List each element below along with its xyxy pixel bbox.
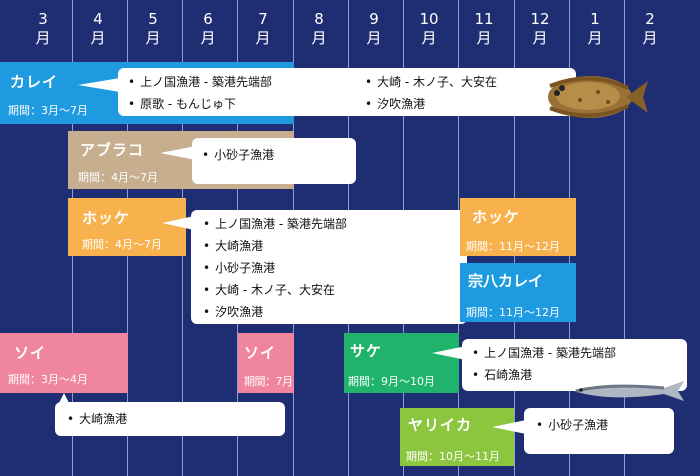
yariika-ports-bubble: 小砂子漁港 [524,408,674,454]
season-period: 期間：3月～7月 [8,104,88,117]
fish-name: サケ [350,342,383,360]
salmon-illustration [574,381,684,401]
port-item: 石崎漁港 [472,366,532,383]
fish-name: ソイ [14,344,47,362]
season-period: 期間：7月 [244,375,293,388]
fish-name: カレイ [10,73,59,91]
bubble-tail [78,78,120,92]
fish-name: アブラコ [80,141,145,159]
season-period: 期間：9月～10月 [348,375,435,388]
bubble-tail [432,346,466,360]
munehachi-karei-season-block: 宗八カレイ 期間：11月～12月 [460,263,576,322]
bubble-tail [160,146,196,160]
soi-july-season-block: ソイ 期間：7月 [238,333,294,393]
flounder-illustration [548,76,648,118]
port-item: 大崎漁港 [67,410,127,427]
sake-ports-bubble: 上ノ国漁港 - 築港先端部 石崎漁港 [462,339,687,391]
season-period: 期間：10月～11月 [406,450,500,463]
season-period: 期間：11月～12月 [466,306,560,319]
port-item: 汐吹漁港 [203,303,263,320]
port-item: 上ノ国漁港 - 築港先端部 [472,344,616,361]
port-item: 上ノ国漁港 - 築港先端部 [203,215,347,232]
soi-spring-season-block: ソイ 期間：3月～4月 [0,333,128,393]
soi-spring-ports-bubble: 大崎漁港 [55,402,285,436]
bubble-tail [162,216,194,230]
port-item: 大崎 - 木ノ子、大安在 [365,73,497,90]
hokke-autumn-season-block: ホッケ 期間：11月～12月 [460,198,576,256]
month-divider [624,0,625,476]
fish-name: ソイ [244,344,277,362]
sake-season-block: サケ 期間：9月～10月 [344,333,459,393]
port-item: 小砂子漁港 [536,416,608,433]
port-item: 上ノ国漁港 - 築港先端部 [128,73,272,90]
port-item: 汐吹漁港 [365,95,425,112]
fish-name: 宗八カレイ [468,272,544,290]
port-item: 大崎漁港 [203,237,263,254]
season-period: 期間：3月～4月 [8,373,88,386]
season-period: 期間：11月～12月 [466,240,560,253]
fish-name: ホッケ [472,208,521,226]
port-item: 小砂子漁港 [203,259,275,276]
port-item: 大崎 - 木ノ子、大安在 [203,281,335,298]
bubble-tail [492,420,526,434]
season-period: 期間：4月～7月 [82,238,162,251]
fish-name: ホッケ [82,209,131,227]
hokke-spring-ports-bubble: 上ノ国漁港 - 築港先端部 大崎漁港 小砂子漁港 大崎 - 木ノ子、大安在 汐吹… [191,210,467,324]
port-item: 原歌 - もんじゅ下 [128,95,236,112]
port-item: 小砂子漁港 [202,146,274,163]
fish-name: ヤリイカ [408,416,473,434]
aburako-ports-bubble: 小砂子漁港 [192,138,356,184]
karei-ports-bubble: 上ノ国漁港 - 築港先端部 原歌 - もんじゅ下 大崎 - 木ノ子、大安在 汐吹… [118,68,576,116]
yariika-season-block: ヤリイカ 期間：10月～11月 [400,408,514,466]
season-period: 期間：4月～7月 [78,171,158,184]
